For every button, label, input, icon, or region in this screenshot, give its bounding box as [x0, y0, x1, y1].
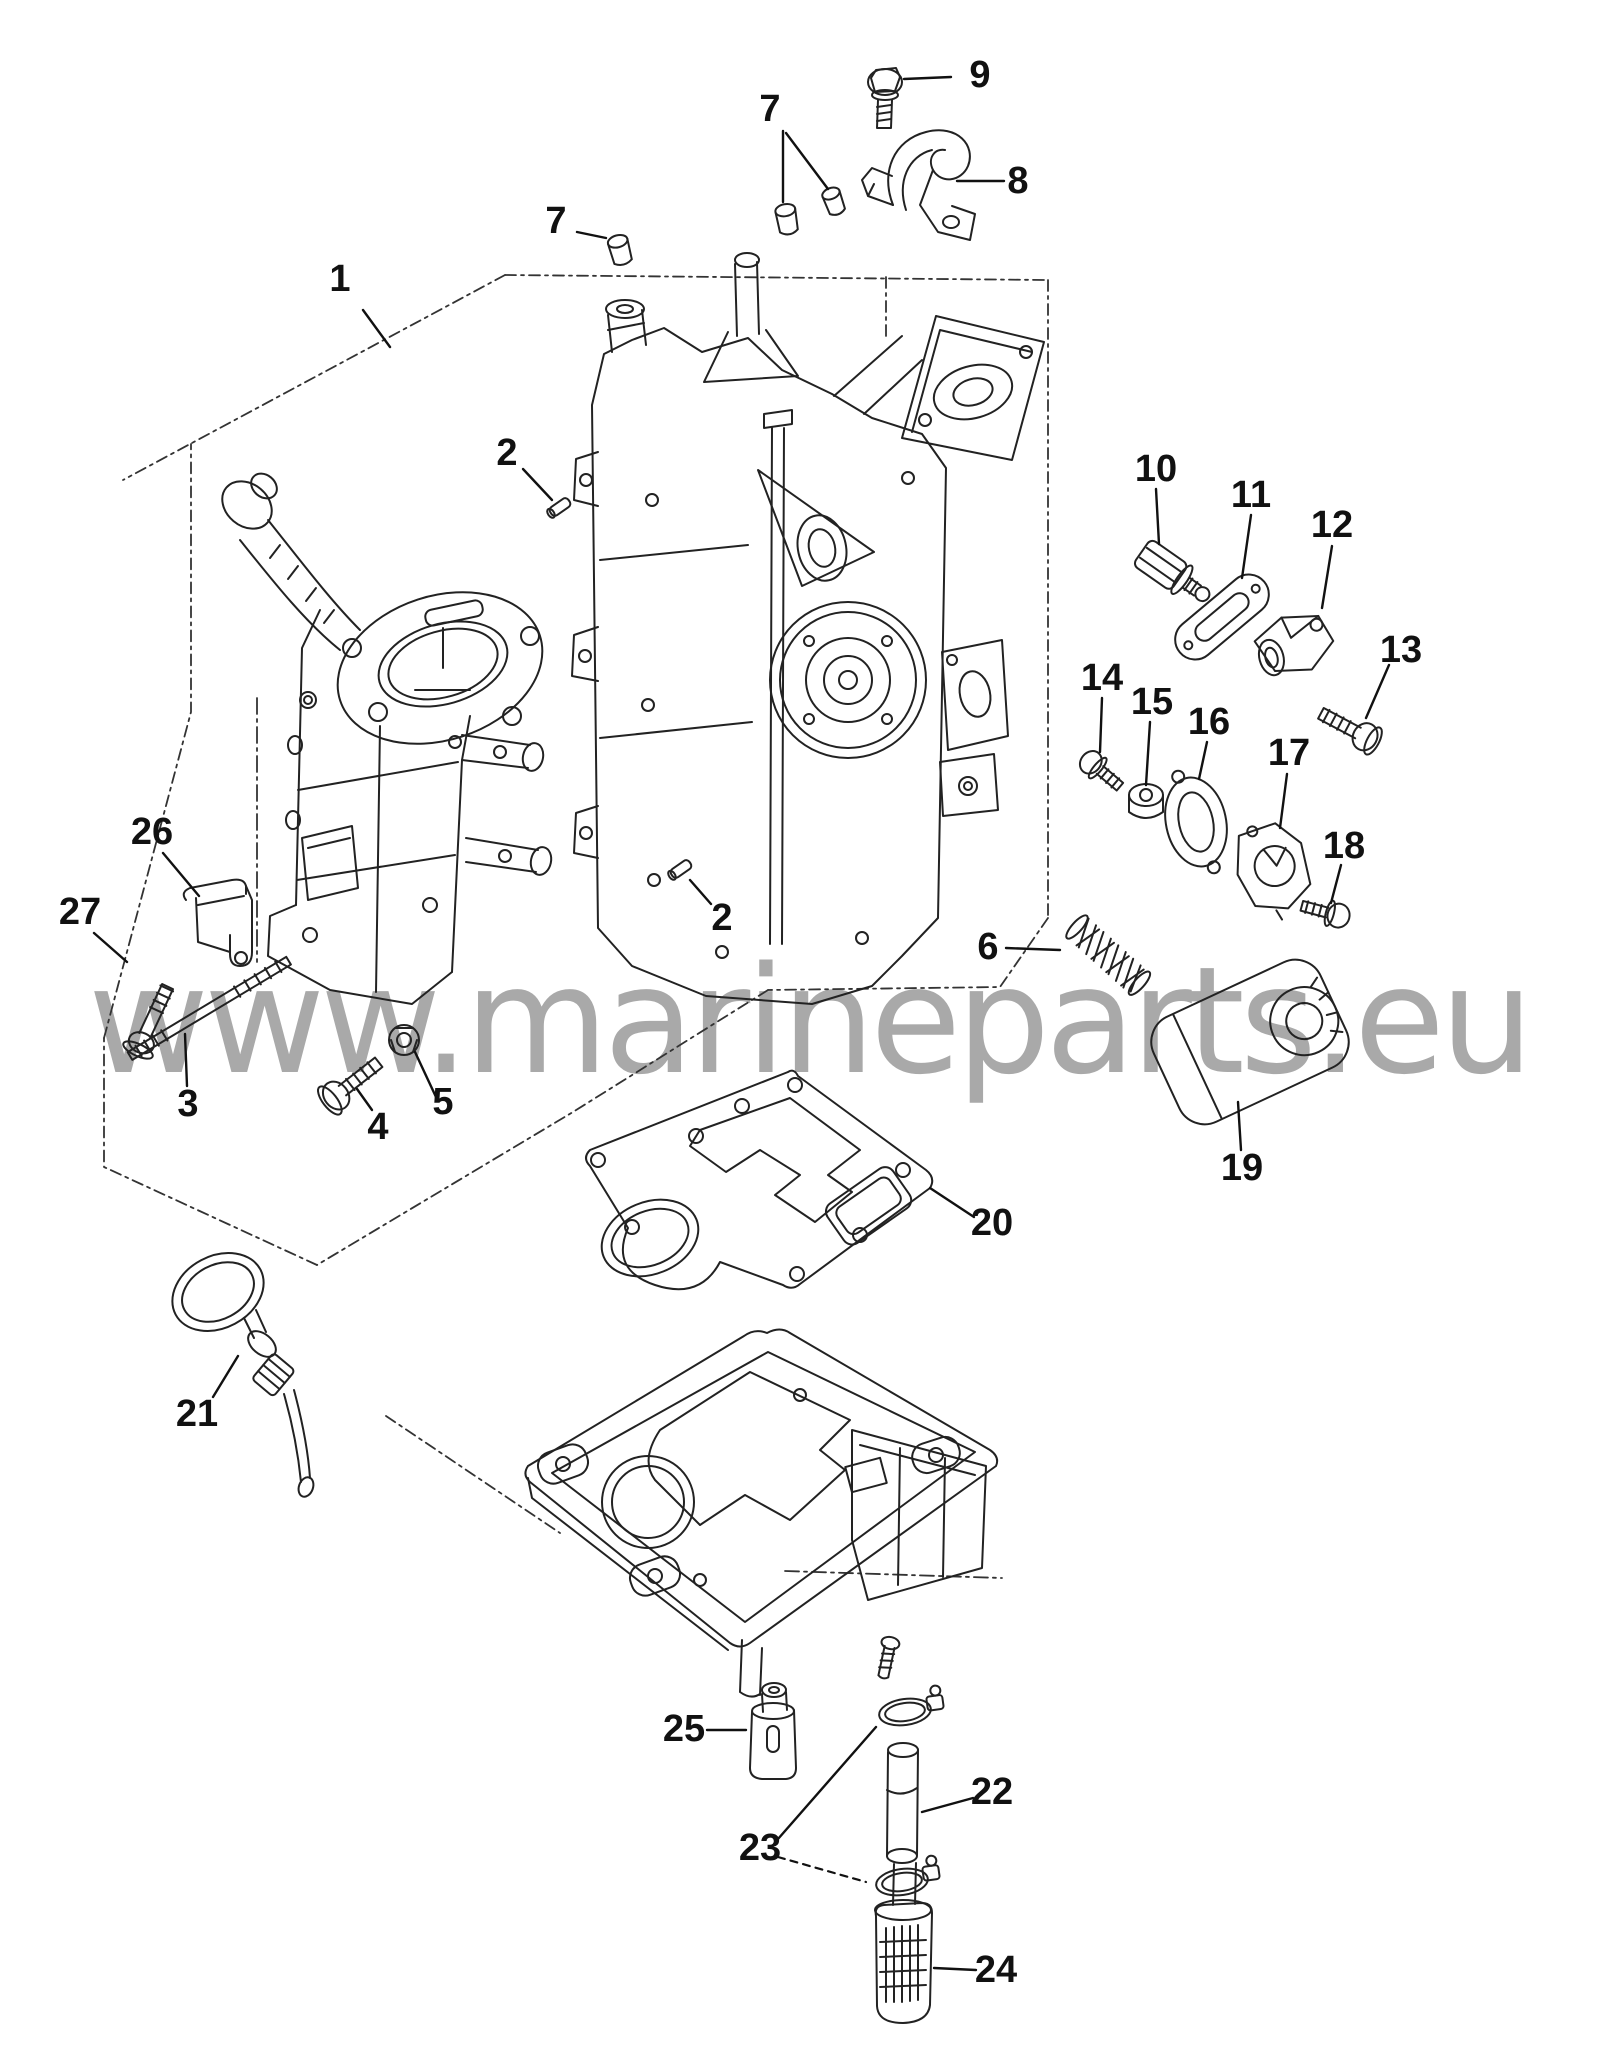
- callout-6-label: 6: [977, 926, 998, 968]
- callout-23: 23: [739, 1725, 878, 1884]
- callout-10: 10: [1135, 448, 1177, 546]
- callout-11-label: 11: [1231, 474, 1271, 516]
- callout-9-label: 9: [969, 54, 990, 96]
- callout-7a-label: 7: [759, 88, 780, 130]
- callout-20-label: 20: [971, 1202, 1013, 1244]
- part-16-gasket: [1164, 769, 1228, 875]
- part-26-bracket: [182, 878, 253, 967]
- callout-4-label: 4: [367, 1106, 388, 1148]
- callout-14-label: 14: [1081, 657, 1123, 699]
- watermark: www.marineparts.eu: [88, 935, 1529, 1107]
- callout-15-label: 15: [1131, 681, 1173, 723]
- callout-21: 21: [176, 1354, 240, 1435]
- callout-2a-label: 2: [496, 432, 517, 474]
- callout-12: 12: [1311, 504, 1353, 610]
- callout-2b: 2: [688, 878, 733, 939]
- callout-1-label: 1: [329, 258, 350, 300]
- part-24-strainer: [874, 1862, 933, 2024]
- callout-13: 13: [1364, 629, 1422, 720]
- part-1-crankcase: [221, 472, 553, 1005]
- callout-7b: 7: [545, 200, 608, 242]
- callout-18: 18: [1323, 825, 1365, 905]
- callout-8-label: 8: [1007, 160, 1028, 202]
- part-23-clamps: [875, 1684, 945, 1897]
- callouts-layer: 1 2 2 3 4 5 6 7: [59, 54, 1422, 1991]
- callout-19: 19: [1221, 1100, 1263, 1189]
- callout-1: 1: [329, 258, 392, 349]
- part-11-gasket: [1174, 573, 1270, 661]
- part-18-bolt: [1299, 899, 1351, 929]
- part-25-valve: [749, 1682, 797, 1780]
- callout-23-label: 23: [739, 1827, 781, 1869]
- callout-22: 22: [920, 1771, 1013, 1814]
- part-9-bolt: [867, 67, 903, 129]
- callout-16: 16: [1188, 701, 1230, 781]
- part-20-gasket: [585, 1069, 934, 1291]
- callout-4: 4: [355, 1087, 389, 1148]
- callout-3: 3: [177, 1032, 199, 1125]
- part-21-dipstick: [171, 1252, 315, 1498]
- callout-17-label: 17: [1268, 732, 1310, 774]
- callout-10-label: 10: [1135, 448, 1177, 490]
- callout-22-label: 22: [971, 1771, 1013, 1813]
- callout-6: 6: [977, 926, 1062, 968]
- callout-13-label: 13: [1380, 629, 1422, 671]
- callout-21-label: 21: [176, 1393, 218, 1435]
- part-12-housing: [1253, 614, 1335, 677]
- callout-24-label: 24: [975, 1949, 1017, 1991]
- callout-27: 27: [59, 891, 129, 964]
- callout-20: 20: [928, 1186, 1013, 1244]
- part-7-caps: [606, 186, 846, 266]
- part-19-oil-filter: [1150, 958, 1350, 1126]
- callout-26: 26: [131, 811, 201, 898]
- callout-18-label: 18: [1323, 825, 1365, 867]
- callout-9: 9: [902, 54, 991, 96]
- part-27-bolt: [122, 983, 175, 1060]
- callout-24: 24: [932, 1949, 1017, 1991]
- part-15-grommet: [1128, 783, 1164, 819]
- diagram-linework: [103, 67, 1383, 2024]
- callout-15: 15: [1131, 681, 1173, 787]
- part-1-cylinder-block: [571, 252, 1045, 1005]
- part-13-bolt: [1317, 706, 1383, 756]
- callout-12-label: 12: [1311, 504, 1353, 546]
- callout-11: 11: [1231, 474, 1271, 580]
- callout-17: 17: [1268, 732, 1310, 830]
- part-10-sensor: [1133, 539, 1211, 603]
- callout-3-label: 3: [177, 1083, 198, 1125]
- part-17-thermostat: [1236, 822, 1312, 921]
- callout-16-label: 16: [1188, 701, 1230, 743]
- part-2-dowel-pin-a: [546, 497, 572, 519]
- callout-7a: 7: [759, 88, 830, 204]
- part-3-stud: [126, 955, 292, 1061]
- callout-2a: 2: [496, 432, 554, 502]
- part-2-dowel-pin-b: [667, 859, 693, 881]
- callout-14: 14: [1081, 657, 1123, 754]
- part-22-tube: [886, 1742, 919, 1864]
- part-4-bolt: [317, 1056, 384, 1116]
- assembly-boundary-dashes: [103, 274, 1049, 1579]
- callout-8: 8: [955, 160, 1029, 202]
- callout-27-label: 27: [59, 891, 101, 933]
- callout-19-label: 19: [1221, 1147, 1263, 1189]
- part-6-spring: [1065, 914, 1152, 996]
- callout-26-label: 26: [131, 811, 173, 853]
- callout-2b-label: 2: [711, 897, 732, 939]
- part-5-washer: [388, 1024, 420, 1056]
- callout-5-label: 5: [432, 1081, 453, 1123]
- unlabeled-bolt: [877, 1635, 901, 1680]
- callout-25: 25: [663, 1708, 748, 1750]
- callout-5: 5: [413, 1050, 454, 1123]
- callout-25-label: 25: [663, 1708, 705, 1750]
- part-8-bracket: [861, 129, 976, 241]
- oil-pan: [524, 1328, 999, 1698]
- callout-7b-label: 7: [545, 200, 566, 242]
- part-14-bolt: [1078, 750, 1125, 792]
